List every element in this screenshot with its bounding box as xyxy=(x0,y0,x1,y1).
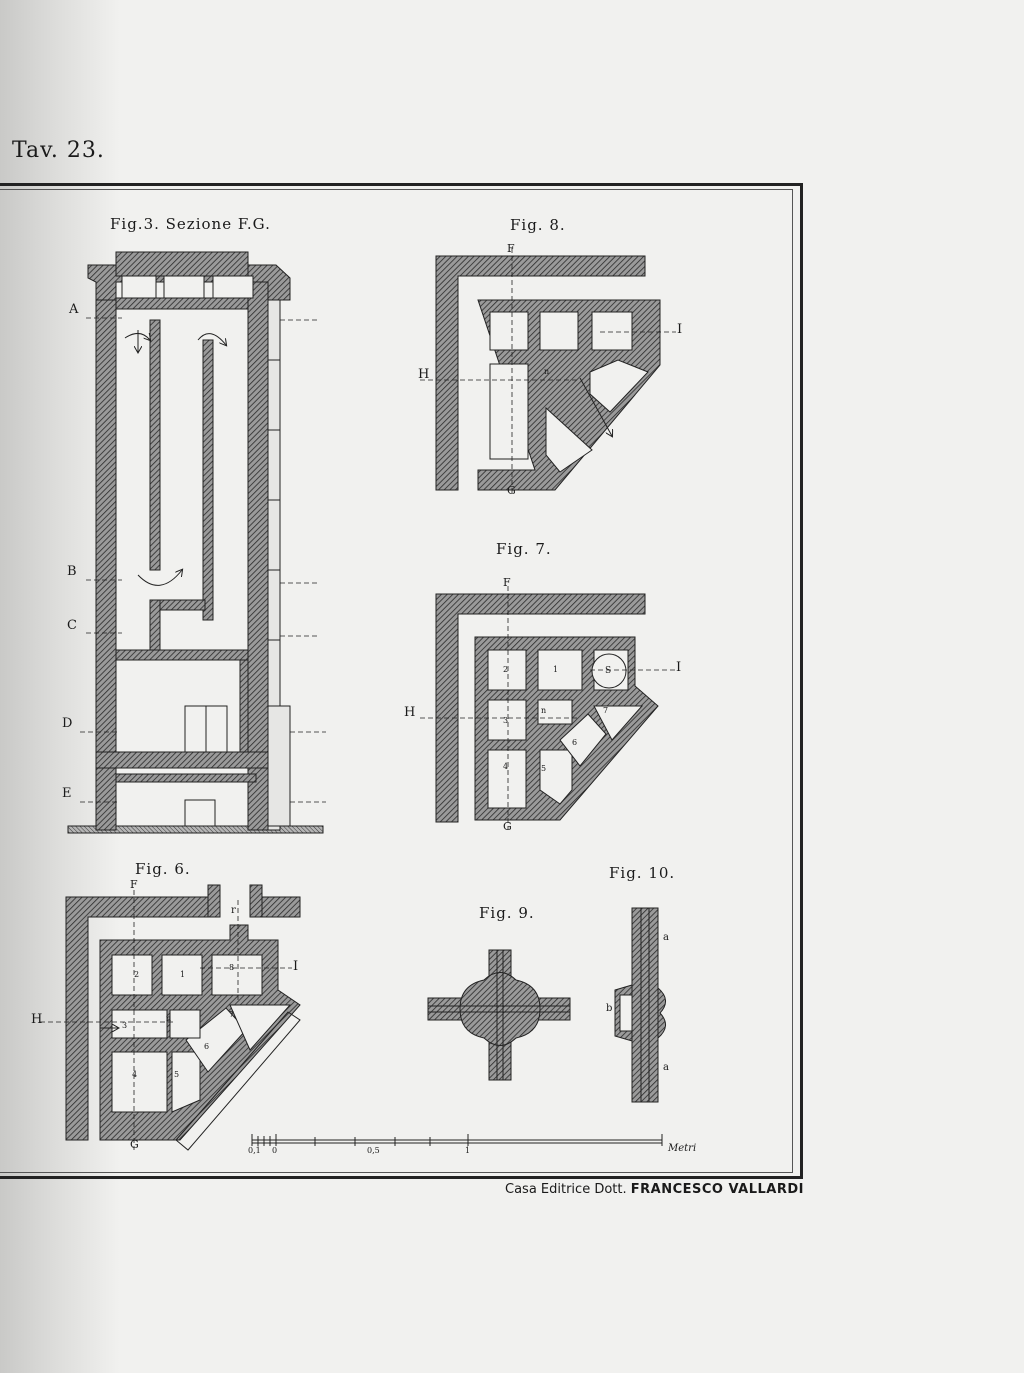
fig6-label-n: n xyxy=(166,1014,172,1023)
fig10-label-a-top: a xyxy=(663,932,669,943)
fig8-label-h: H xyxy=(418,367,430,382)
fig8-label-f: F xyxy=(507,242,515,255)
publisher-prefix: Casa Editrice Dott. xyxy=(505,1182,627,1197)
fig7-room-3: 3 xyxy=(503,716,509,725)
fig3-label-e: E xyxy=(62,786,72,801)
fig7-room-2: 2 xyxy=(503,665,509,674)
fig8-plan-drawing xyxy=(420,248,676,494)
fig3-label-d: D xyxy=(62,716,73,731)
fig6-room-6: 6 xyxy=(204,1042,210,1051)
fig8-label-g: G xyxy=(507,484,516,497)
publisher-name: FRANCESCO VALLARDI xyxy=(630,1182,805,1197)
fig9-caption: Fig. 9. xyxy=(479,904,535,922)
fig6-room-4: 4 xyxy=(132,1070,138,1079)
fig7-caption: Fig. 7. xyxy=(496,540,552,558)
fig6-room-3: 3 xyxy=(122,1021,128,1030)
fig6-room-2: 2 xyxy=(134,970,140,979)
fig3-label-a: A xyxy=(69,302,79,317)
fig3-caption: Fig.3. Sezione F.G. xyxy=(110,215,271,233)
fig7-label-f: F xyxy=(503,576,511,589)
fig7-room-4: 4 xyxy=(503,762,509,771)
fig7-room-1: 1 xyxy=(553,665,559,674)
publisher-imprint: Casa Editrice Dott. FRANCESCO VALLARDI xyxy=(505,1182,804,1197)
fig7-room-7: 7 xyxy=(603,706,609,715)
fig7-label-n: n xyxy=(541,706,547,715)
fig6-caption: Fig. 6. xyxy=(135,860,191,878)
scale-tick-1: 1 xyxy=(465,1146,471,1155)
fig8-label-n: n xyxy=(544,367,550,376)
fig10-label-b: b xyxy=(606,1003,613,1014)
fig3-section-drawing xyxy=(67,251,326,834)
fig7-label-h: H xyxy=(404,705,416,720)
fig6-plan-drawing xyxy=(40,884,301,1151)
plate-frame-inner xyxy=(0,189,793,1173)
scale-unit: Metri xyxy=(668,1143,697,1154)
fig7-plan-drawing xyxy=(420,586,675,830)
fig7-room-5: 5 xyxy=(541,764,547,773)
scale-tick-05: 0,5 xyxy=(367,1146,380,1155)
fig10-joint-drawing xyxy=(614,907,666,1103)
fig6-label-i: I xyxy=(293,959,299,974)
fig3-label-b: B xyxy=(67,564,77,579)
scale-tick-01: 0,1 xyxy=(248,1146,261,1155)
scale-bar xyxy=(251,1134,663,1146)
fig10-caption: Fig. 10. xyxy=(609,864,676,882)
fig6-label-h: H xyxy=(31,1012,43,1027)
fig3-label-c: C xyxy=(67,618,77,633)
fig7-label-s: S xyxy=(605,666,612,676)
fig8-caption: Fig. 8. xyxy=(510,216,566,234)
fig6-room-7: 7 xyxy=(229,1010,235,1019)
plate-title: Tav. 23. xyxy=(12,138,105,163)
plate-frame xyxy=(0,183,803,1179)
scale-tick-0: 0 xyxy=(272,1146,278,1155)
fig10-label-a-bottom: a xyxy=(663,1062,669,1073)
fig7-label-g: G xyxy=(503,820,512,833)
fig6-room-5: 5 xyxy=(174,1070,180,1079)
fig6-label-f: F xyxy=(130,878,138,891)
fig9-cross-joint-drawing xyxy=(427,949,571,1081)
fig6-room-8: 8 xyxy=(229,963,235,972)
fig8-label-i: I xyxy=(677,322,683,337)
fig6-label-r: r xyxy=(231,905,236,916)
fig6-label-g: G xyxy=(130,1138,139,1151)
fig7-label-i: I xyxy=(676,660,682,675)
fig7-room-6: 6 xyxy=(572,738,578,747)
fig6-room-1: 1 xyxy=(180,970,186,979)
